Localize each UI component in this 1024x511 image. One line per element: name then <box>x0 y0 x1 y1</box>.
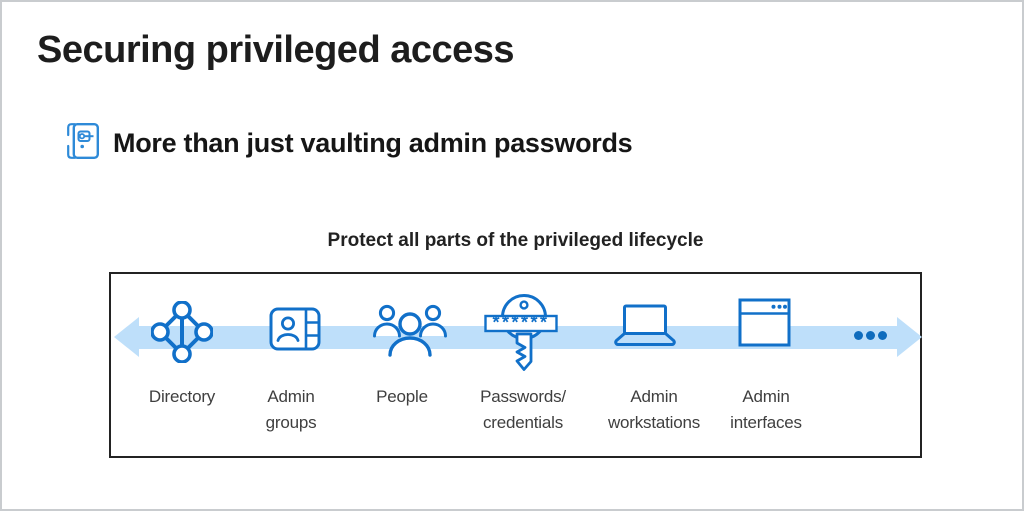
diagram-heading: Protect all parts of the privileged life… <box>327 230 704 251</box>
lifecycle-diagram-box: ****** Directory Admin groups People Pas… <box>109 272 922 458</box>
label-people: People <box>376 387 428 406</box>
label-admin-workstations: Admin workstations <box>607 387 701 432</box>
subtitle-text: More than just vaulting admin passwords <box>113 128 633 158</box>
people-icon <box>373 304 447 357</box>
label-directory: Directory <box>148 387 216 406</box>
passwords-key-icon: ****** <box>484 294 558 371</box>
arrowhead-right-icon <box>897 317 922 357</box>
label-admin-groups: Admin groups <box>265 387 317 432</box>
arrowhead-left-icon <box>114 317 139 357</box>
admin-interfaces-icon <box>738 298 791 347</box>
label-passwords-credentials: Passwords/ credentials <box>480 387 566 432</box>
label-admin-interfaces: Admin interfaces <box>730 387 802 432</box>
admin-groups-icon <box>269 307 321 351</box>
more-items-ellipsis-icon <box>854 330 887 340</box>
masked-password-text: ****** <box>492 313 549 333</box>
admin-workstations-icon <box>614 304 676 346</box>
safe-icon <box>66 122 100 165</box>
subtitle-row: More than just vaulting admin passwords <box>66 122 633 165</box>
directory-icon <box>151 301 213 363</box>
page-title: Securing privileged access <box>37 29 515 71</box>
